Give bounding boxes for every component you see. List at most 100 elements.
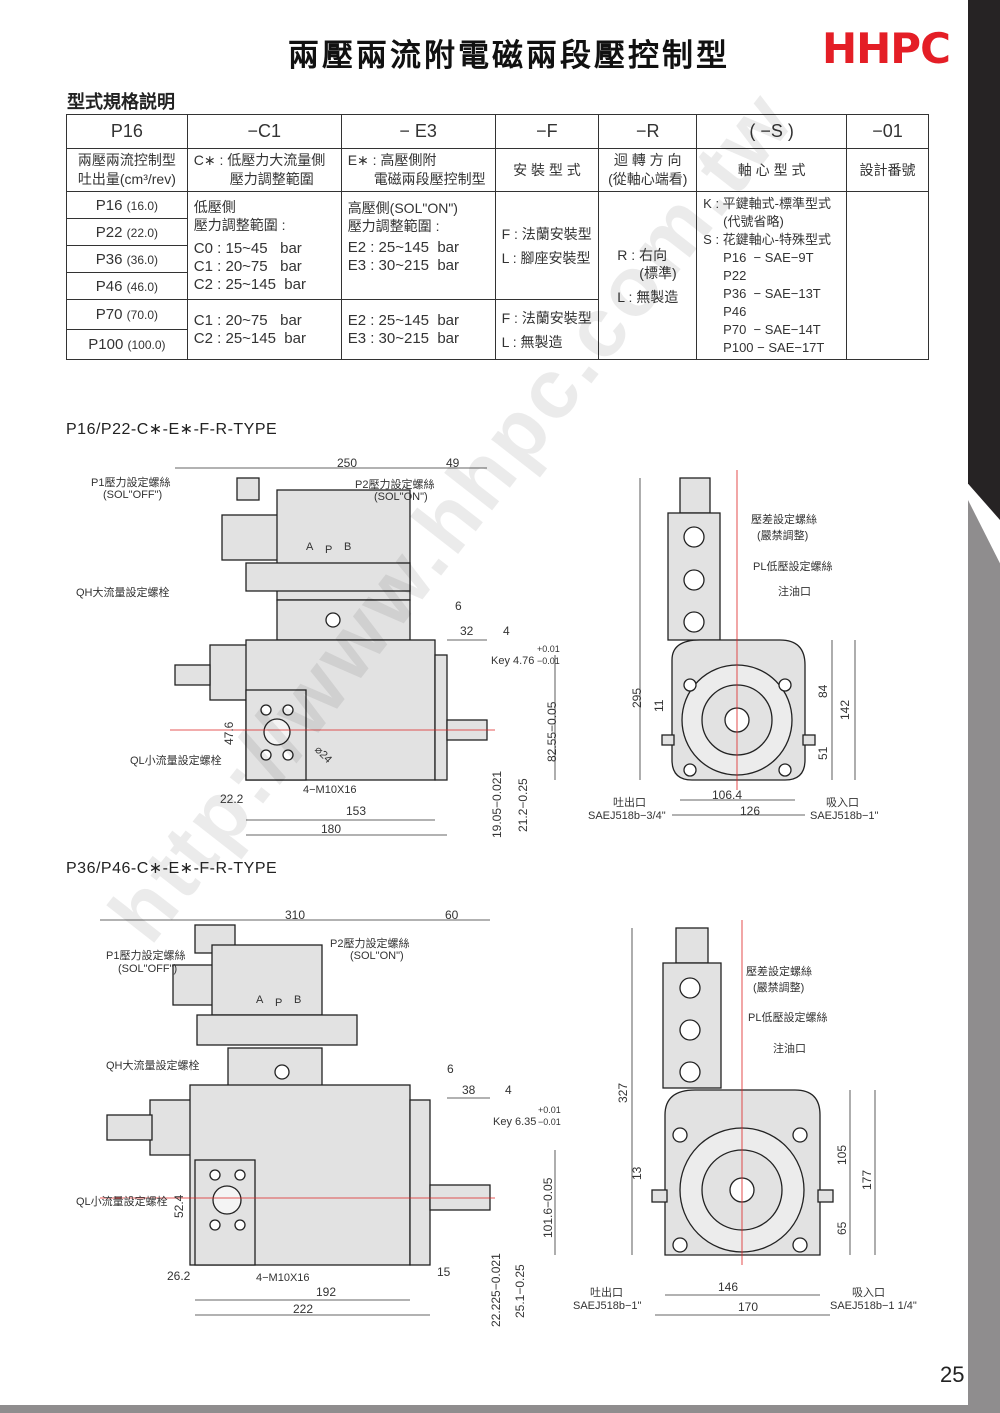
qh-label: QH大流量設定螺栓 [76, 587, 170, 599]
table-row: P46 (46.0) [66, 272, 929, 300]
code-design: −01 [846, 114, 929, 149]
dim-142: 142 [838, 699, 852, 720]
port-p: P [325, 544, 333, 556]
dim-126: 126 [740, 804, 761, 818]
side-tab-dark [968, 0, 1000, 520]
inlet-label: 吸入口 [852, 1287, 885, 1299]
ql-label: QL小流量設定螺栓 [130, 755, 222, 767]
oil-port-label: 注油口 [773, 1043, 806, 1055]
dim-47-6: 47.6 [222, 721, 236, 745]
pl-screw-label: PL低壓設定螺絲 [753, 561, 833, 573]
table-row: P36 (36.0) [66, 245, 929, 273]
drawing2-title: P36/P46-C∗-E∗-F-R-TYPE [66, 860, 278, 877]
dim-82-55: 82.55−0.05 [545, 701, 559, 762]
header-shaft: 軸 心 型 式 [696, 148, 848, 192]
dim-60: 60 [445, 908, 459, 922]
dim-19-05: 19.05−0.021 [490, 770, 504, 838]
bottom-border [0, 1405, 1000, 1413]
dim-21-2: 21.2−0.25 [516, 778, 530, 832]
dim-327: 327 [616, 1082, 630, 1103]
dim-101-6: 101.6−0.05 [541, 1177, 555, 1238]
header-row: 兩壓兩流控制型吐出量(cm³/rev) C∗ : 低壓力大流量側壓力調整範圍 E… [66, 148, 929, 192]
dim-26-2: 26.2 [167, 1269, 191, 1283]
port-b: B [344, 541, 352, 553]
outlet-standard: SAEJ518b−1" [573, 1300, 642, 1312]
key-tol-dn: −0.01 [537, 656, 560, 666]
inlet-standard: SAEJ518b−1" [810, 810, 879, 822]
code-f: −F [494, 114, 600, 149]
diff-screw-label: 壓差設定螺絲 [746, 966, 812, 978]
outlet-label: 吐出口 [590, 1287, 623, 1299]
p1-screw-label: P1壓力設定螺絲 [106, 950, 186, 962]
key-label: Key 6.35 [493, 1116, 537, 1128]
diff-screw-label: 壓差設定螺絲 [751, 514, 817, 526]
port-a: A [256, 994, 264, 1006]
dim-4: 4 [505, 1083, 512, 1097]
p2-screw-label: P2壓力設定螺絲 [355, 479, 435, 491]
dim-25-1: 25.1−0.25 [513, 1264, 527, 1318]
p1-sol-label: (SOL"OFF") [118, 963, 178, 975]
dim-65: 65 [835, 1221, 849, 1235]
port-p: P [275, 997, 283, 1009]
inlet-standard: SAEJ518b−1 1/4" [830, 1300, 917, 1312]
dim-84: 84 [816, 684, 830, 698]
dim-106-4: 106.4 [712, 788, 743, 802]
bolt-label: 4−M10X16 [256, 1272, 310, 1284]
outlet-standard: SAEJ518b−3/4" [588, 810, 666, 822]
size-p36: P36 (36.0) [66, 245, 188, 273]
dim-250: 250 [337, 456, 358, 470]
hhpc-logo: HHPC [822, 24, 951, 73]
pump2-front-view [106, 924, 491, 1266]
p2-screw-label: P2壓力設定螺絲 [330, 938, 410, 950]
dimension-lines [100, 467, 876, 1316]
center-lines [100, 470, 743, 1265]
dim-15: 15 [437, 1265, 451, 1279]
header-rotation: 迴 轉 方 向(從軸心端看) [598, 148, 698, 192]
dim-52-4: 52.4 [172, 1194, 186, 1218]
qh-label: QH大流量設定螺栓 [106, 1060, 200, 1072]
design-number-cell [846, 191, 929, 360]
table-row: P100 (100.0) [66, 329, 929, 360]
oil-port-label: 注油口 [778, 586, 811, 598]
dim-177: 177 [860, 1169, 874, 1190]
dim-6: 6 [447, 1062, 454, 1076]
p1-screw-label: P1壓力設定螺絲 [91, 477, 171, 489]
size-p22: P22 (22.0) [66, 218, 188, 246]
code-c: −C1 [186, 114, 342, 149]
dim-11: 11 [652, 699, 666, 712]
dim-6: 6 [455, 599, 462, 613]
p2-sol-label: (SOL"ON") [350, 950, 404, 962]
pl-screw-label: PL低壓設定螺絲 [748, 1012, 828, 1024]
dim-22-225: 22.225−0.021 [489, 1253, 503, 1327]
dim-295: 295 [630, 687, 644, 708]
code-e: − E3 [340, 114, 496, 149]
rotation: R : 右向(標準)L : 無製造 [598, 191, 698, 360]
size-p70: P70 (70.0) [66, 299, 188, 330]
dim-170: 170 [738, 1300, 759, 1314]
diff-note: (嚴禁調整) [753, 982, 805, 994]
inlet-label: 吸入口 [826, 797, 859, 809]
p1-sol-label: (SOL"OFF") [103, 489, 163, 501]
header-displacement: 兩壓兩流控制型吐出量(cm³/rev) [66, 148, 188, 192]
dim-49: 49 [446, 456, 460, 470]
p2-sol-label: (SOL"ON") [374, 491, 428, 503]
header-design: 設計番號 [846, 148, 929, 192]
key-label: Key 4.76 [491, 655, 535, 667]
size-p100: P100 (100.0) [66, 329, 188, 360]
ql-label: QL小流量設定螺栓 [76, 1196, 168, 1208]
dim-153: 153 [346, 804, 367, 818]
port-b: B [294, 994, 302, 1006]
side-tab-grey [968, 500, 1000, 1405]
dim-4: 4 [503, 624, 510, 638]
drawing1-title: P16/P22-C∗-E∗-F-R-TYPE [66, 421, 278, 438]
dim-310: 310 [285, 908, 306, 922]
